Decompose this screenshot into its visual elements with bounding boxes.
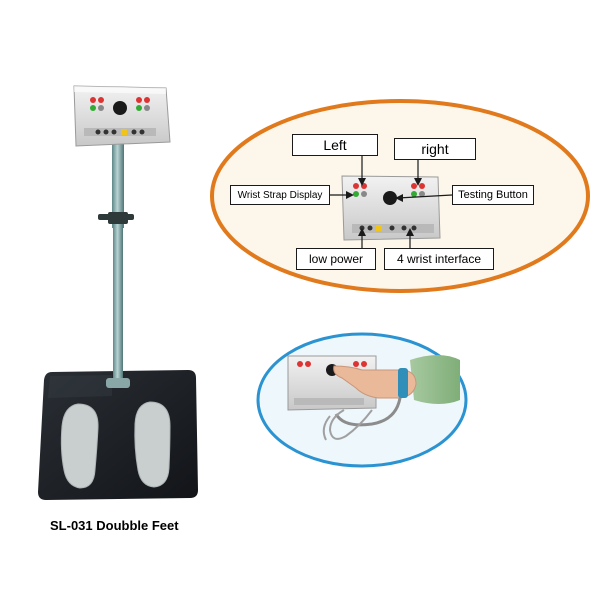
right-foot-pad: [134, 401, 171, 488]
usage-photo: [287, 355, 460, 441]
callout-right: right: [394, 138, 476, 160]
product-caption: SL-031 Doubble Feet: [50, 518, 179, 533]
callout-testing-button: Testing Button: [452, 185, 534, 205]
callout-left: Left: [292, 134, 378, 156]
left-foot-pad: [60, 403, 99, 489]
callout-wrist-interface: 4 wrist interface: [384, 248, 494, 270]
callout-low-power: low power: [296, 248, 376, 270]
panel-closeup: [341, 175, 441, 241]
callout-arrowheads: [346, 178, 422, 236]
callout-wrist-strap-display: Wrist Strap Display: [230, 185, 330, 205]
stand-pole: [98, 138, 134, 388]
tester-head: [73, 85, 171, 147]
